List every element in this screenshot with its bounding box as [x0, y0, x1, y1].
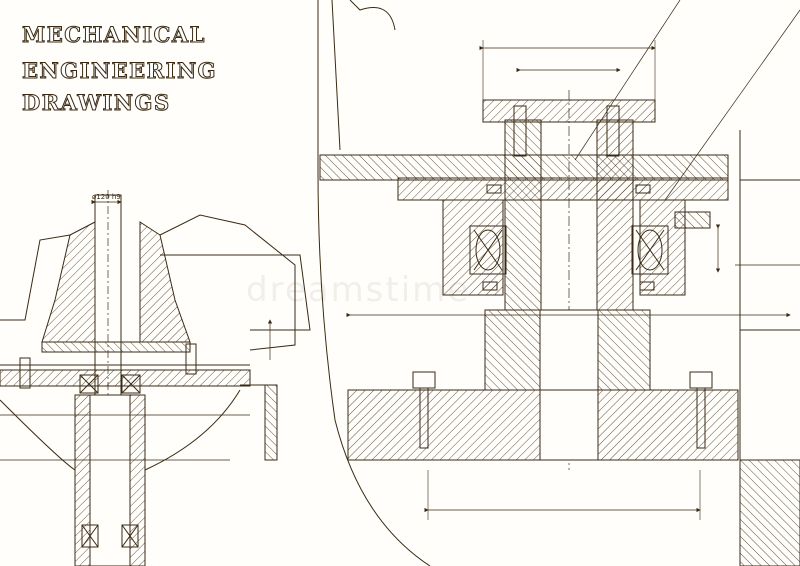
- title-line-3: DRAWINGS: [22, 90, 171, 116]
- title-line-1: MECHANICAL: [22, 22, 206, 48]
- title-line-2: ENGINEERING: [21, 58, 218, 84]
- right-shaft-assembly: [317, 0, 800, 566]
- watermark-text: dreamstime: [246, 270, 471, 310]
- bearing-left: [469, 225, 507, 275]
- bearing-right: [631, 225, 669, 275]
- shaft-dimension-label: ø120 h9: [92, 193, 121, 201]
- left-shaft-assembly: [0, 190, 311, 566]
